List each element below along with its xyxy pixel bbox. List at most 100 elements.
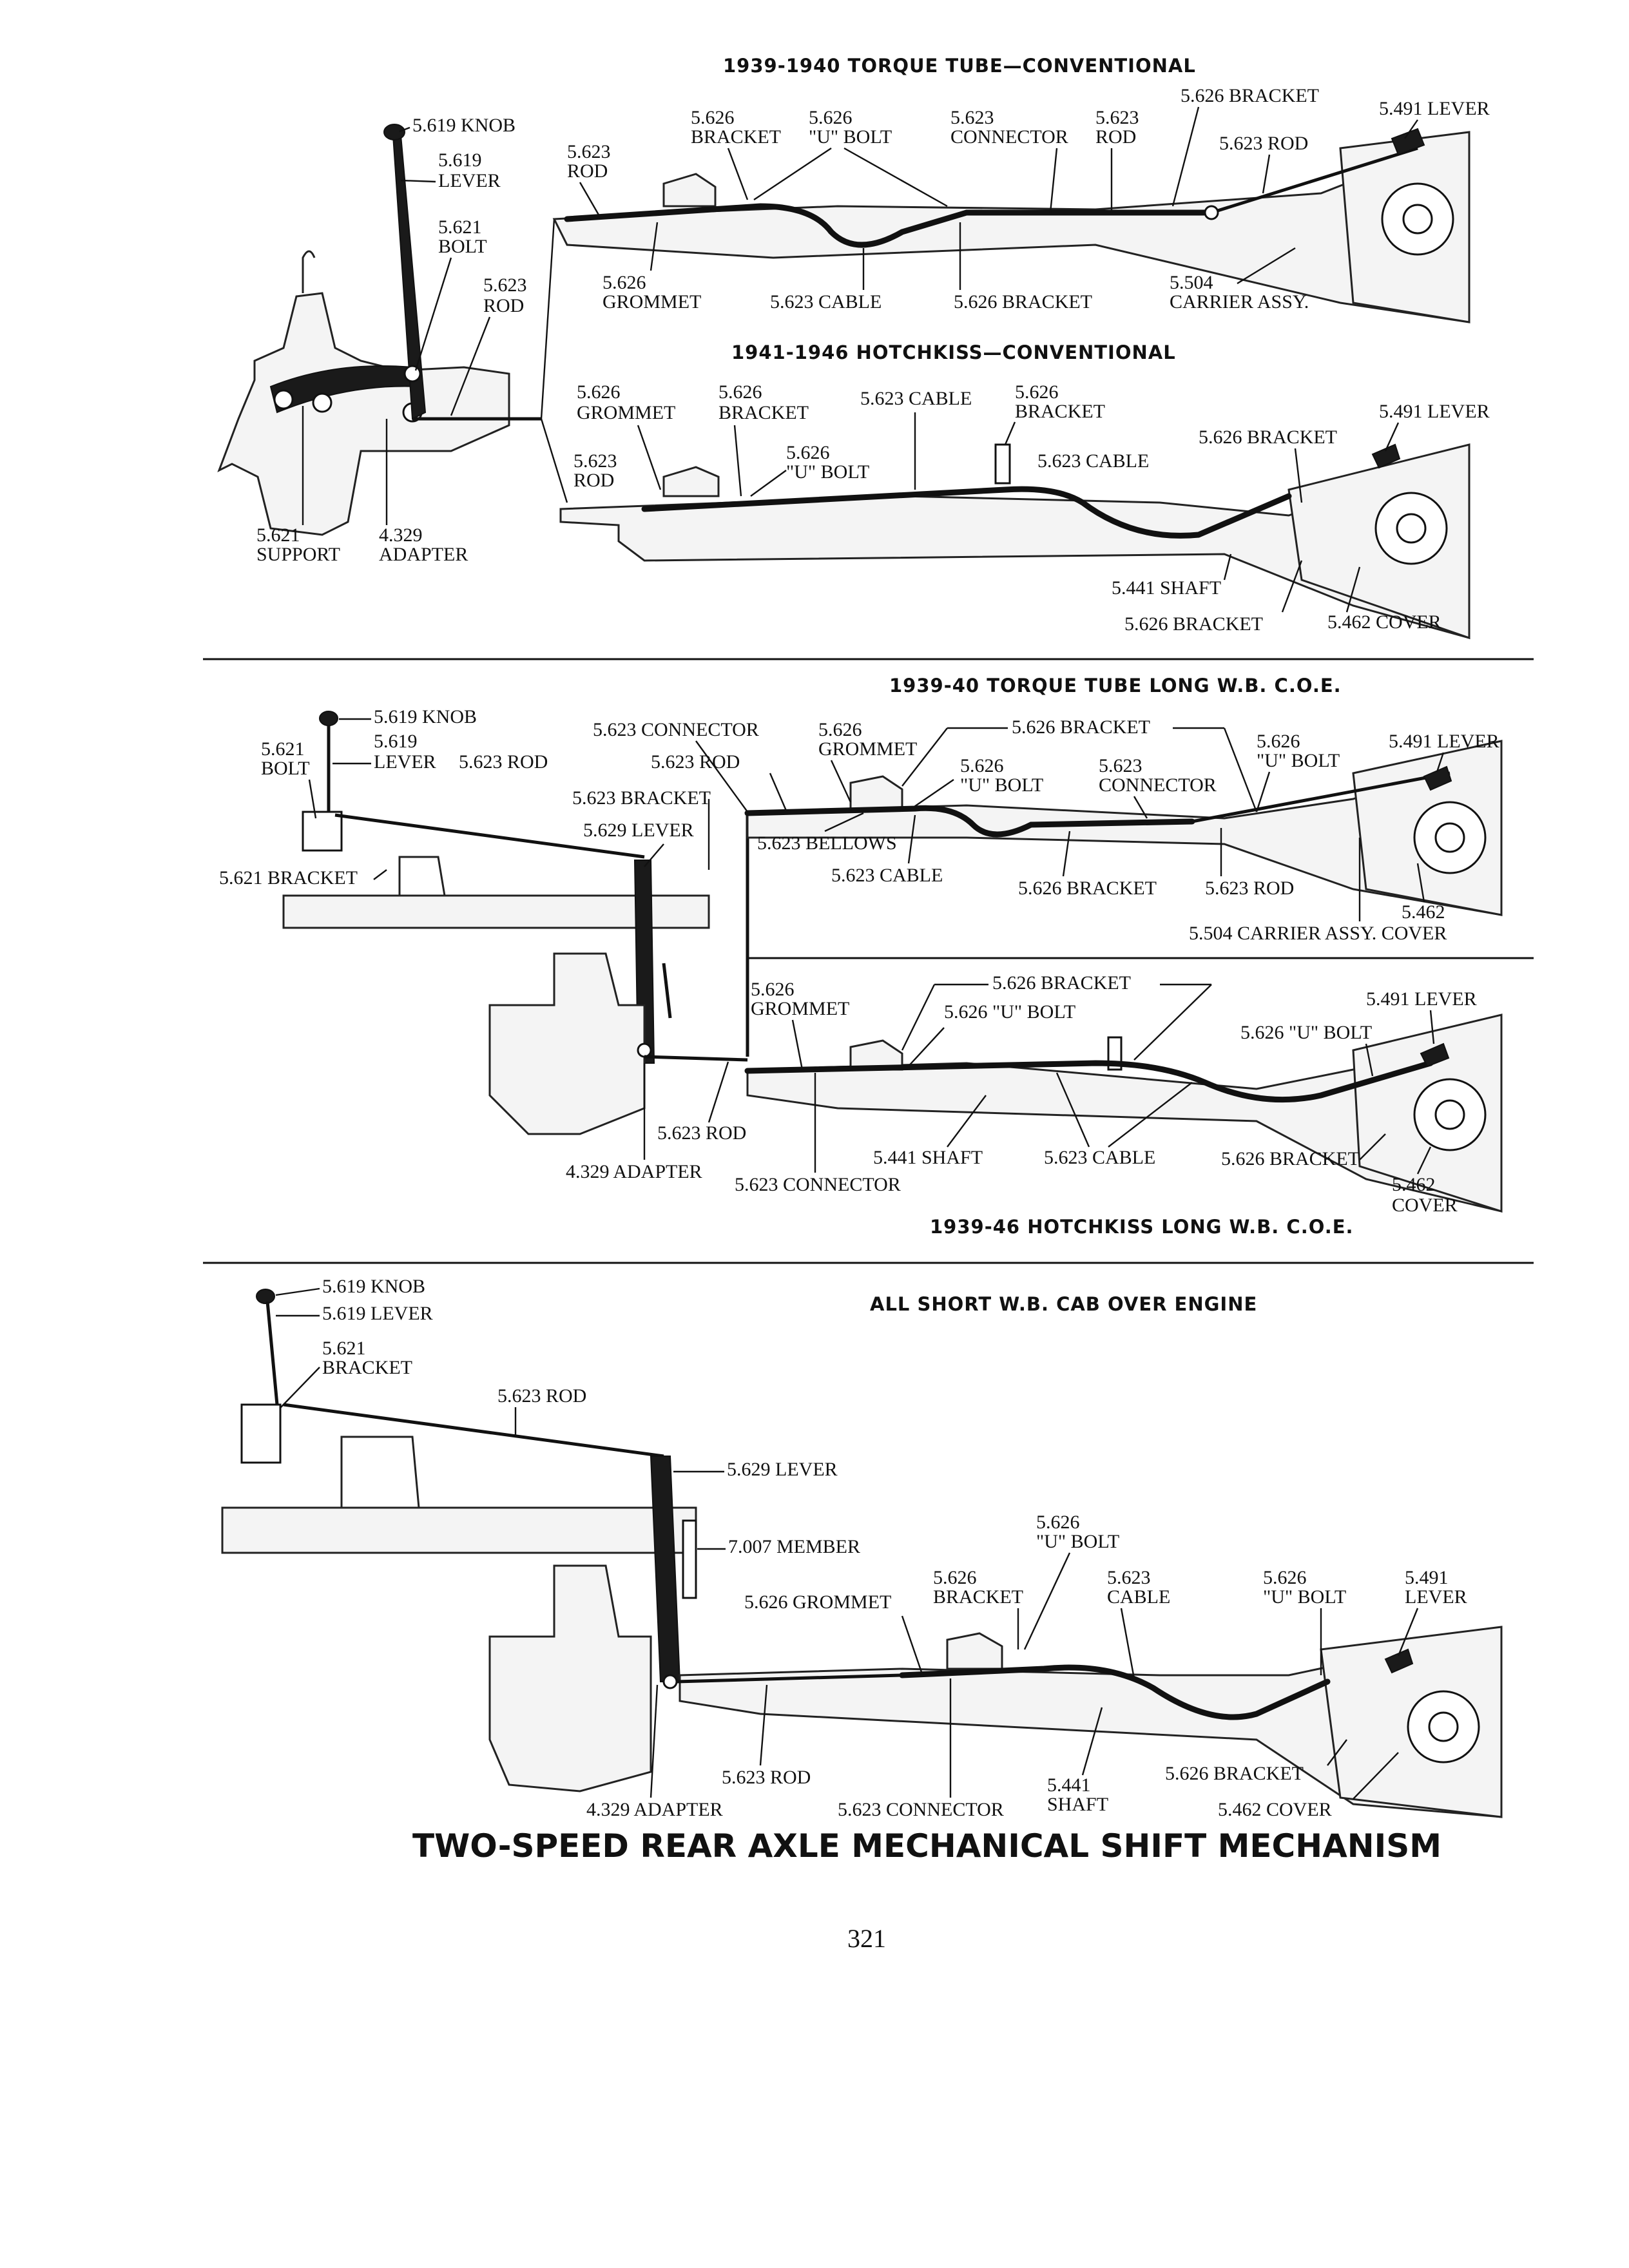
short-wb-axle	[676, 1626, 1503, 1818]
lbl-tt-rod-num: 5.623	[567, 141, 611, 162]
lbl-tt-bracket: BRACKET	[691, 126, 781, 148]
lbl-s3-adapter: 4.329 ADAPTER	[586, 1799, 723, 1820]
lbl-s2-hk-grommet: GROMMET	[751, 998, 849, 1019]
title-hotchkiss-conventional: 1941-1946 HOTCHKISS—CONVENTIONAL	[731, 341, 1176, 363]
lbl-adapter-num: 4.329	[379, 524, 423, 546]
lbl-s2-ubolt: "U" BOLT	[960, 774, 1043, 796]
lbl-tt-bracket3: 5.626 BRACKET	[954, 291, 1092, 312]
coe-hk-cable	[744, 1060, 1434, 1103]
lbl-rod-num-a: 5.623	[483, 274, 527, 296]
lbl-s3-ubolt2-num: 5.626	[1263, 1567, 1307, 1588]
lbl-hk-shaft: 5.441 SHAFT	[1112, 577, 1221, 599]
lbl-s2-cover-num: 5.462	[1402, 901, 1445, 923]
lbl-hk-bracket3: 5.626 BRACKET	[1199, 427, 1337, 448]
lbl-s2-ubolt2-num: 5.626	[1257, 731, 1300, 752]
lbl-hk-cover: 5.462 COVER	[1327, 611, 1441, 633]
lbl-s2-grommet-num: 5.626	[818, 719, 862, 740]
lbl-s2-carrier: 5.504 CARRIER ASSY. COVER	[1189, 923, 1447, 944]
lbl-s2-hk-bracket2: 5.626 BRACKET	[1221, 1148, 1360, 1169]
short-wb-shift-assembly	[221, 1289, 697, 1792]
lbl-knob: 5.619 KNOB	[412, 115, 516, 136]
lbl-s3-rod2: 5.623 ROD	[722, 1767, 811, 1788]
lbl-hk-bracket-num: 5.626	[718, 381, 762, 403]
lbl-s2-rod3: 5.623 ROD	[1205, 878, 1294, 899]
lbl-s3-cable-num: 5.623	[1107, 1567, 1151, 1588]
lbl-hk-ubolt-num: 5.626	[786, 442, 830, 463]
lbl-tt-grommet: GROMMET	[602, 291, 701, 312]
lbl-s2-bolt: BOLT	[261, 758, 310, 779]
lbl-s2-lever: LEVER	[374, 751, 436, 773]
lbl-adapter: ADAPTER	[379, 544, 468, 565]
lbl-tt-ubolt-num: 5.626	[809, 107, 853, 128]
torque-tube-axle	[552, 128, 1470, 323]
lbl-hk-bracket2-num: 5.626	[1015, 381, 1059, 403]
lbl-hk-rod: ROD	[574, 470, 614, 491]
tt-cable	[564, 203, 1215, 248]
lbl-s2-knob: 5.619 KNOB	[374, 706, 477, 727]
section-conventional: 1939-1940 TORQUE TUBE—CONVENTIONAL 5.619…	[217, 55, 1490, 640]
lbl-s2-bolt-num: 5.621	[261, 738, 305, 760]
lbl-hk-cable2: 5.623 CABLE	[1037, 450, 1149, 472]
lbl-tt-carrier: CARRIER ASSY.	[1170, 291, 1309, 312]
hotchkiss-axle	[559, 443, 1470, 640]
lbl-s3-lever3-num: 5.491	[1405, 1567, 1449, 1588]
lbl-rod-a: ROD	[483, 295, 524, 316]
coe-torque-tube-axle	[744, 740, 1503, 916]
lbl-hk-lever: 5.491 LEVER	[1379, 401, 1490, 422]
lbl-hk-rod-num: 5.623	[574, 450, 617, 472]
section-long-wb-coe: 1939-40 TORQUE TUBE LONG W.B. C.O.E. 5.6…	[219, 675, 1534, 1238]
lbl-hk-bracket4: 5.626 BRACKET	[1124, 613, 1263, 635]
lbl-s2-conn2-num: 5.623	[1099, 755, 1142, 776]
lbl-tt-bracket2: 5.626 BRACKET	[1181, 85, 1319, 106]
lbl-support-num: 5.621	[256, 524, 300, 546]
lbl-s3-bracket-num: 5.621	[322, 1338, 366, 1359]
lbl-s2-hk-conn: 5.623 CONNECTOR	[735, 1174, 901, 1195]
lbl-s3-ubolt-num: 5.626	[1036, 1512, 1080, 1533]
lbl-s3-ubolt: "U" BOLT	[1036, 1531, 1119, 1552]
lbl-hk-bracket2: BRACKET	[1015, 401, 1105, 422]
lbl-s2-bracket: 5.621 BRACKET	[219, 867, 358, 889]
lbl-tt-rod3: 5.623 ROD	[1219, 133, 1308, 154]
lbl-s3-ubolt2: "U" BOLT	[1263, 1586, 1346, 1608]
page-number: 321	[847, 1924, 886, 1953]
lbl-hk-grommet: GROMMET	[577, 402, 675, 423]
lbl-tt-carrier-num: 5.504	[1170, 272, 1213, 293]
lbl-s2-hk-ubolt2: 5.626 "U" BOLT	[1240, 1022, 1372, 1043]
coe-hotchkiss-axle	[744, 1014, 1503, 1213]
lbl-lever-num: 5.619	[438, 149, 482, 171]
lbl-s2-bracket2: 5.623 BRACKET	[572, 787, 711, 809]
lbl-s2-rod2: 5.623 ROD	[651, 751, 740, 773]
lbl-s2-hk-grommet-num: 5.626	[751, 979, 795, 1000]
lbl-hk-cable: 5.623 CABLE	[860, 388, 972, 409]
lbl-s2-hk-cover: COVER	[1392, 1195, 1458, 1216]
lbl-tt-rod2: ROD	[1095, 126, 1136, 148]
hk-cable	[641, 486, 1292, 539]
lbl-bolt-num: 5.621	[438, 216, 482, 238]
lbl-s3-bracket2-num: 5.626	[933, 1567, 977, 1588]
section-short-wb-coe: ALL SHORT W.B. CAB OVER ENGINE 5.619 KNO…	[221, 1276, 1503, 1820]
lbl-s3-shaft-num: 5.441	[1047, 1774, 1091, 1796]
lbl-s2-lever2: 5.629 LEVER	[583, 820, 694, 841]
lbl-s3-bracket2: BRACKET	[933, 1586, 1023, 1608]
lbl-s3-lever2: 5.629 LEVER	[727, 1459, 838, 1480]
lbl-s3-conn: 5.623 CONNECTOR	[838, 1799, 1004, 1820]
lbl-s2-hk-lever: 5.491 LEVER	[1366, 988, 1477, 1010]
coe-shift-assembly	[282, 711, 749, 1135]
lbl-s2-conn2: CONNECTOR	[1099, 774, 1217, 796]
lbl-s3-grommet: 5.626 GROMMET	[744, 1591, 891, 1613]
lbl-s2-ubolt-num: 5.626	[960, 755, 1004, 776]
title-hotchkiss-long-wb: 1939-46 HOTCHKISS LONG W.B. C.O.E.	[930, 1216, 1354, 1238]
lbl-s2-ubolt2: "U" BOLT	[1257, 750, 1340, 771]
lbl-s2-hk-cover-num: 5.462	[1392, 1174, 1436, 1195]
lbl-tt-rod: ROD	[567, 160, 608, 182]
lbl-s3-cover: 5.462 COVER	[1218, 1799, 1332, 1820]
lbl-s2-lever-num: 5.619	[374, 731, 418, 752]
lbl-s3-cable: CABLE	[1107, 1586, 1170, 1608]
lbl-s2-conn: 5.623 CONNECTOR	[593, 719, 759, 740]
lbl-bolt: BOLT	[438, 236, 487, 257]
lbl-tt-bracket-num: 5.626	[691, 107, 735, 128]
lbl-hk-ubolt: "U" BOLT	[786, 461, 869, 483]
lbl-tt-conn-num: 5.623	[950, 107, 994, 128]
lbl-s3-shaft: SHAFT	[1047, 1794, 1108, 1815]
